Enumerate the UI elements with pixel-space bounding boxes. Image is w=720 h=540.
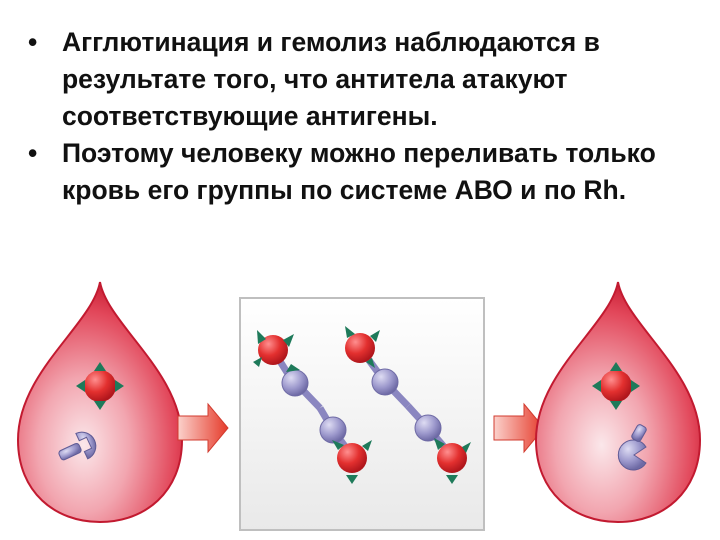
antibody-icon	[414, 414, 442, 442]
bullet-marker: •	[28, 138, 38, 168]
blood-drop-right	[534, 281, 702, 524]
arrow-right-left-icon	[177, 402, 229, 454]
bullet-item-agglutination: • Агглютинация и гемолиз наблюдаются в р…	[28, 24, 698, 135]
bullet-marker: •	[28, 27, 38, 57]
agglutination-chain-right	[345, 326, 471, 484]
red-cell-with-antigens-icon	[76, 362, 124, 410]
red-cell-icon	[345, 326, 380, 368]
antibody-icon	[371, 368, 399, 396]
arrow-right-right-icon	[493, 402, 545, 454]
antibody-icon	[319, 416, 347, 444]
antibody-pacman-icon	[617, 424, 647, 471]
antibody-icon	[281, 364, 309, 397]
red-cell-icon	[332, 440, 372, 484]
red-cell-icon	[434, 438, 471, 484]
bullet-text: Поэтому человеку можно переливать только…	[62, 138, 656, 205]
red-cell-with-antigens-icon	[592, 362, 640, 410]
agglutination-box	[239, 297, 485, 531]
red-cell-icon	[253, 330, 294, 367]
agglutination-chain-left	[253, 330, 372, 484]
bullet-item-transfusion: • Поэтому человеку можно переливать толь…	[28, 135, 698, 209]
blood-drop-left	[16, 281, 184, 524]
bullet-list: • Агглютинация и гемолиз наблюдаются в р…	[28, 24, 698, 209]
agglutination-box-frame	[239, 297, 485, 531]
antibody-wrench-icon	[58, 431, 97, 461]
bullet-text: Агглютинация и гемолиз наблюдаются в рез…	[62, 27, 600, 131]
